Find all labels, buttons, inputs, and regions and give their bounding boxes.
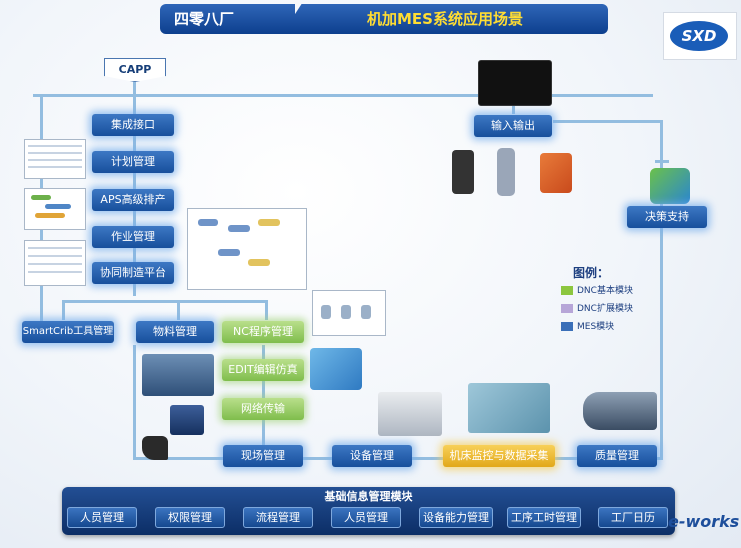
base-personnel-management-2: 人员管理	[331, 507, 401, 528]
smartcrib-tool-module: SmartCrib工具管理	[22, 321, 114, 343]
base-personnel-management: 人员管理	[67, 507, 137, 528]
capp-drop	[133, 94, 136, 114]
sxd-logo-text: SXD	[670, 21, 728, 51]
site-management-module: 现场管理	[223, 445, 303, 467]
input-output-module: 输入输出	[474, 115, 552, 137]
diagram-title: 机加MES系统应用场景	[282, 4, 608, 34]
base-factory-calendar: 工厂日历	[598, 507, 668, 528]
nc-down	[262, 345, 265, 447]
led-display-board	[478, 60, 552, 106]
plan-management-module: 计划管理	[92, 151, 174, 173]
quality-management-module: 质量管理	[577, 445, 657, 467]
material-management-module: 物料管理	[136, 321, 214, 343]
network-device-icon	[170, 405, 204, 435]
sxd-logo: SXD	[663, 12, 737, 60]
eworks-watermark: e-works	[668, 512, 740, 531]
legend-dnc-extended: DNC扩展模块	[561, 303, 633, 315]
network-transfer-module: 网络传输	[222, 398, 304, 420]
capp-box: CAPP	[104, 58, 166, 82]
base-process-management: 流程管理	[243, 507, 313, 528]
branch-nc	[265, 300, 268, 320]
handheld-terminal-icon	[452, 150, 474, 194]
legend-title: 图例：	[573, 266, 610, 280]
process-thumbnail	[312, 290, 386, 336]
collaborative-platform-module: 协同制造平台	[92, 262, 174, 284]
top-connector	[33, 94, 653, 97]
branch-material	[177, 300, 180, 320]
legend-mes: MES模块	[561, 321, 614, 333]
company-banner: 四零八厂	[160, 4, 295, 34]
nc-program-module: NC程序管理	[222, 321, 304, 343]
decision-support-module: 决策支持	[627, 206, 707, 228]
part-model-icon	[310, 348, 362, 390]
integration-interface-module: 集成接口	[92, 114, 174, 136]
job-management-module: 作业管理	[92, 226, 174, 248]
gantt-thumbnail	[24, 188, 86, 230]
base-equipment-capability: 设备能力管理	[419, 507, 493, 528]
micrometer-photo	[583, 392, 657, 430]
base-operation-hours: 工序工时管理	[507, 507, 581, 528]
aps-scheduling-module: APS高级排产	[92, 189, 174, 211]
left-column-spine	[133, 134, 136, 296]
decision-arrow	[655, 160, 669, 163]
report-thumbnail	[24, 240, 86, 286]
kiosk-terminal-icon	[497, 148, 515, 196]
base-permission-management: 权限管理	[155, 507, 225, 528]
warehouse-photo	[142, 354, 214, 396]
branch-smartcrib	[62, 300, 65, 320]
right-connector	[660, 120, 663, 460]
cnc-machine-photo	[378, 392, 442, 436]
machine-monitoring-module: 机床监控与数据采集	[443, 445, 555, 467]
branch-connector	[62, 300, 268, 303]
material-down	[133, 345, 136, 460]
monitoring-screen-photo	[468, 383, 550, 433]
base-info-title: 基础信息管理模块	[324, 490, 413, 503]
barcode-scanner-icon	[142, 436, 168, 460]
edit-simulation-module: EDIT编辑仿真	[222, 359, 304, 381]
legend-dnc-basic: DNC基本模块	[561, 285, 633, 297]
io-connector	[553, 120, 663, 123]
workflow-thumbnail	[187, 208, 307, 290]
card-reader-icon	[540, 153, 572, 193]
capp-stem	[133, 80, 136, 97]
analytics-chart-icon	[650, 168, 690, 204]
equipment-management-module: 设备管理	[332, 445, 412, 467]
screen-thumbnail	[24, 139, 86, 179]
